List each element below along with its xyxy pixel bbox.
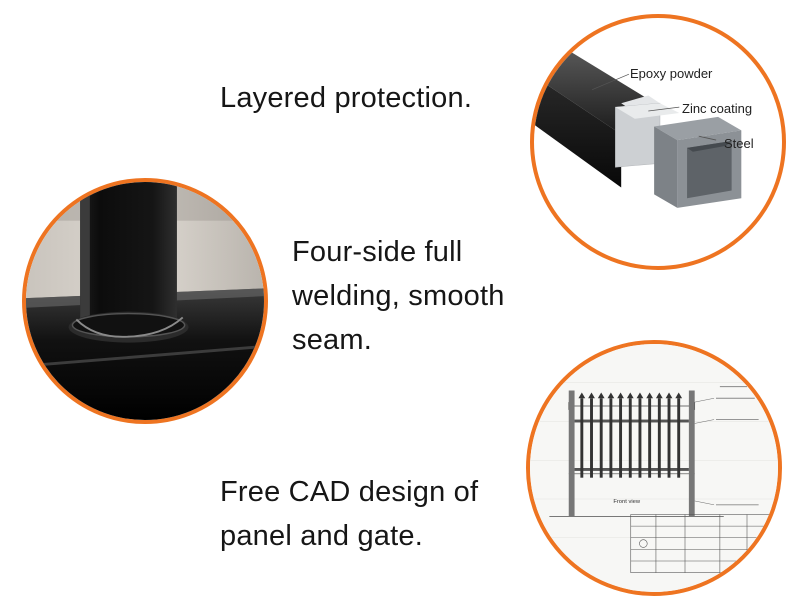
welding-seam-photo [26, 182, 264, 420]
cad-drawing-sheet: Front view [530, 344, 778, 592]
feature-welding-line-1: Four-side full [292, 236, 463, 268]
epoxy-powder-label: Epoxy powder [630, 66, 713, 81]
welding-seam-image [22, 178, 268, 424]
feature-layered-text: Layered protection. [220, 82, 473, 114]
feature-welding-line-3: seam. [292, 324, 372, 356]
feature-layered-protection: Layered protection. [220, 76, 472, 120]
feature-welding: Four-side full welding, smooth seam. [292, 230, 542, 362]
layered-tube-illustration [534, 47, 742, 208]
zinc-coating-label: Zinc coating [682, 101, 753, 116]
front-view-label: Front view [613, 499, 641, 505]
feature-cad-line-1: Free CAD design of [220, 476, 479, 508]
feature-welding-line-2: welding, smooth [292, 280, 505, 312]
layered-tube-image: Epoxy powder Zinc coating Steel [530, 14, 786, 270]
feature-cad-line-2: panel and gate. [220, 520, 423, 552]
feature-cad-design: Free CAD design of panel and gate. [220, 470, 520, 558]
cad-drawing-image: Front view [526, 340, 782, 596]
steel-label: Steel [724, 136, 754, 151]
